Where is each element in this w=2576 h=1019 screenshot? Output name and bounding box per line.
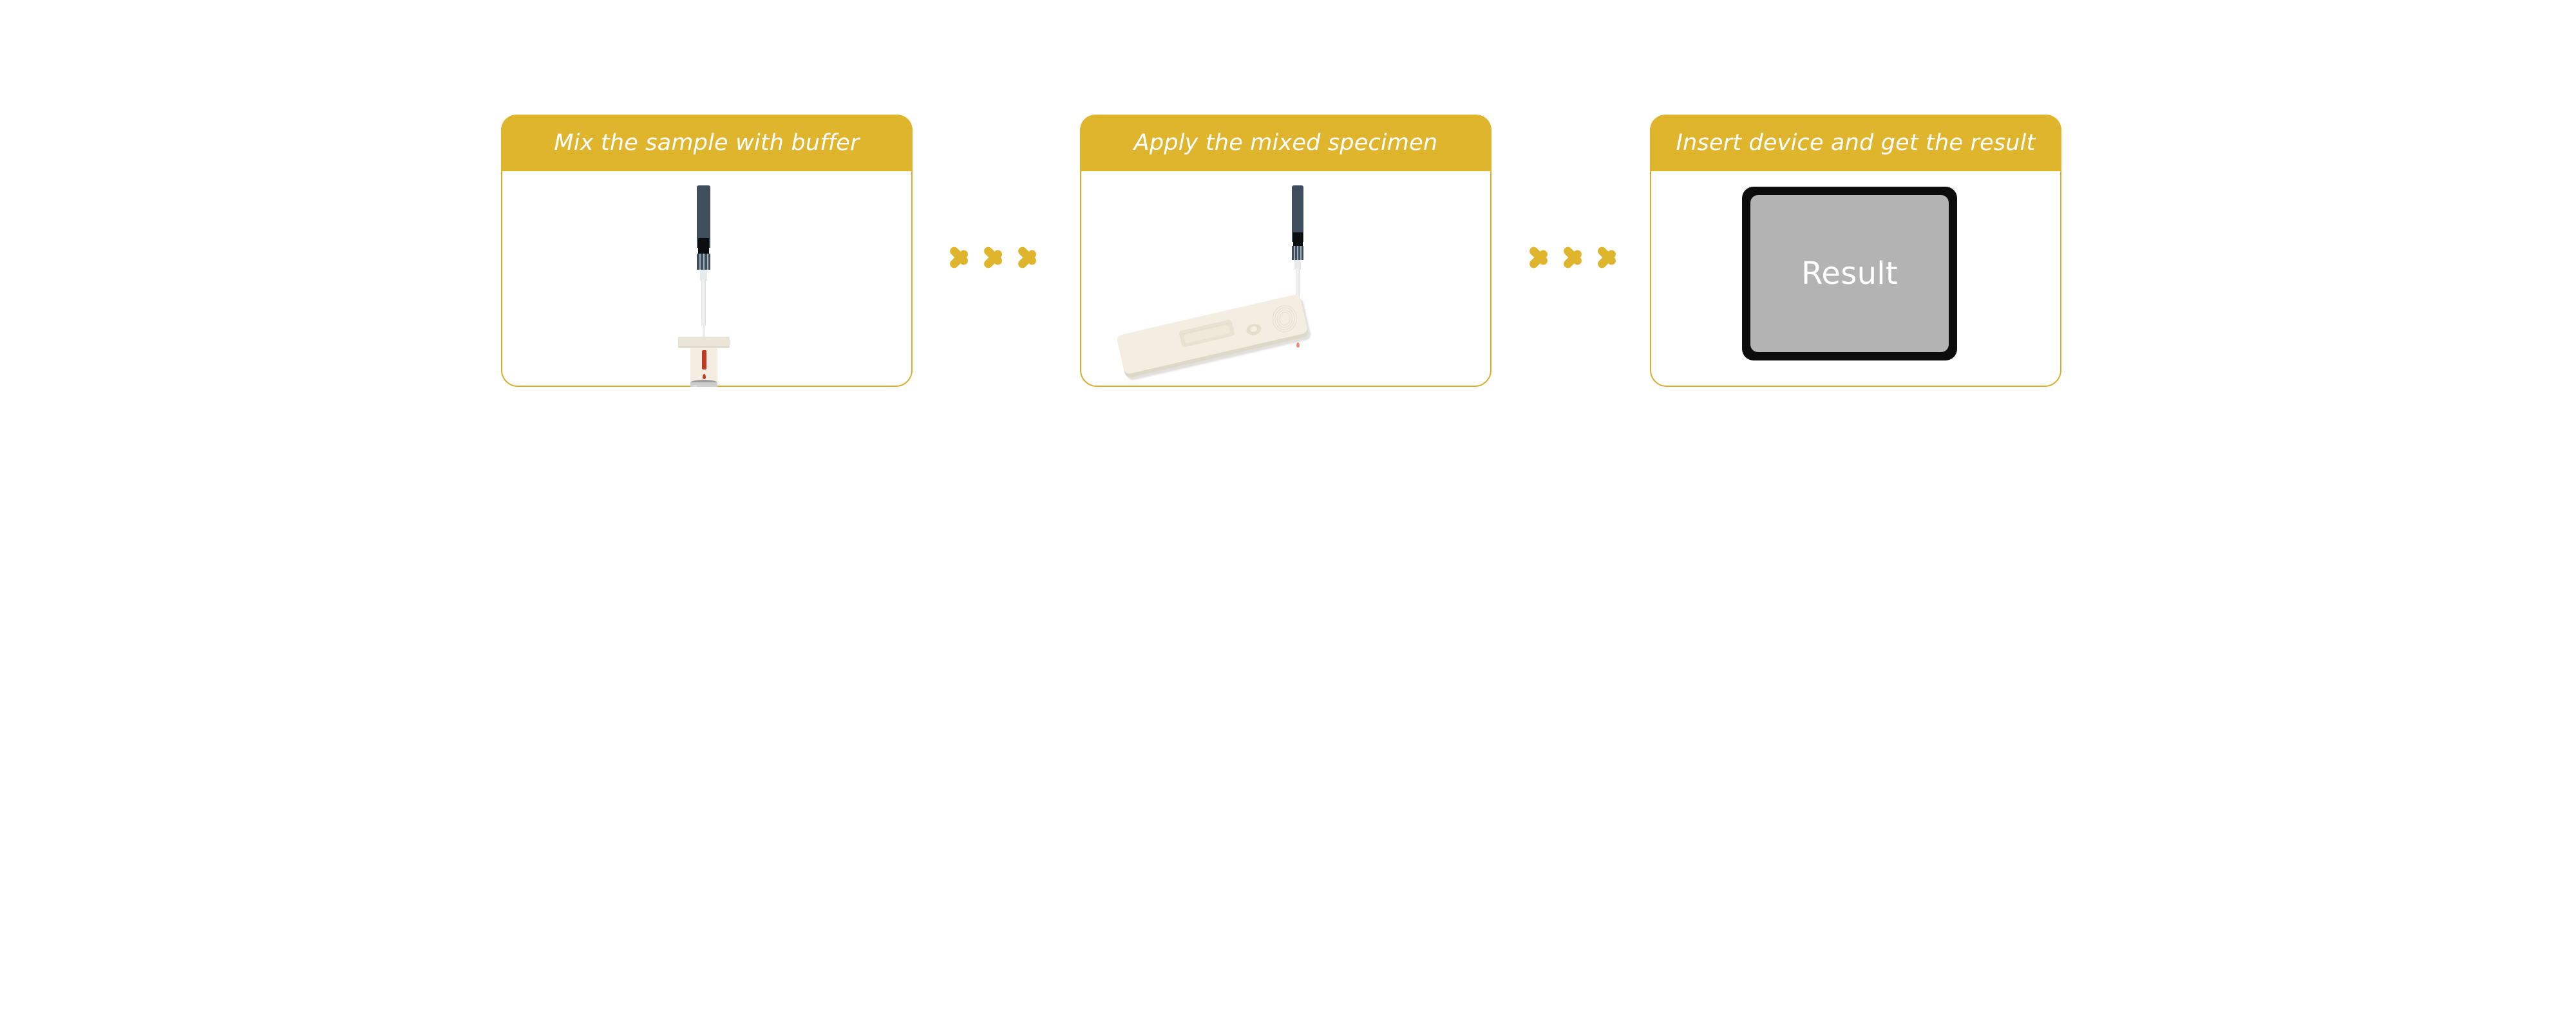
pipette-cassette-illustration	[1080, 171, 1492, 387]
specimen-droplet-icon	[1296, 342, 1300, 348]
step-card-2-title: Apply the mixed specimen	[1133, 129, 1438, 156]
tube-cap-icon	[678, 337, 730, 348]
buffer-fluid-icon	[690, 382, 717, 387]
pipette-tip-icon	[702, 323, 705, 342]
step-card-1-header: Mix the sample with buffer	[501, 115, 913, 171]
chevron-right-icon	[983, 235, 1005, 280]
step-card-3-title: Insert device and get the result	[1676, 129, 2036, 156]
pipette-stem-icon	[701, 279, 706, 326]
step-card-1: Mix the sample with buffer	[501, 115, 913, 387]
pipette-band-icon	[698, 238, 709, 254]
device-screen: Result	[1750, 195, 1949, 352]
chevron-right-icon	[949, 235, 971, 280]
pipette-neck-icon	[1294, 260, 1301, 270]
pipette-grip-icon	[697, 254, 710, 270]
step-card-3-illustration: Result	[1650, 171, 2061, 387]
pipette-bulb-icon	[697, 185, 710, 248]
buffer-fluid-highlight	[693, 385, 697, 387]
device-screen-result-label: Result	[1801, 256, 1899, 292]
tube-cap-shadow	[678, 346, 730, 348]
test-cassette-icon	[1116, 294, 1312, 382]
step-card-1-illustration	[501, 171, 913, 387]
chevron-right-icon	[1562, 235, 1584, 280]
connector-2-triple-chevron-right-icon	[1528, 229, 1618, 286]
pipette-bulb-icon	[1292, 185, 1303, 242]
chevron-right-icon	[1528, 235, 1550, 280]
step-card-2-header: Apply the mixed specimen	[1080, 115, 1492, 171]
pipette-band-icon	[1293, 232, 1303, 246]
step-card-3: Insert device and get the result Result	[1650, 115, 2061, 387]
connector-1-triple-chevron-right-icon	[949, 229, 1039, 286]
step-card-3-header: Insert device and get the result	[1650, 115, 2061, 171]
sample-stream-icon	[702, 350, 706, 369]
step-card-2-illustration	[1080, 171, 1492, 387]
pipette-buffer-tube-illustration	[501, 171, 913, 387]
chevron-right-icon	[1017, 235, 1039, 280]
step-card-2: Apply the mixed specimen	[1080, 115, 1492, 387]
sample-droplet-icon	[703, 374, 706, 379]
pipette-neck-icon	[700, 270, 707, 281]
reader-device-icon: Result	[1742, 187, 1957, 360]
chevron-right-icon	[1596, 235, 1618, 280]
reader-device-illustration: Result	[1650, 171, 2061, 387]
pipette-grip-icon	[1292, 246, 1303, 260]
step-card-1-title: Mix the sample with buffer	[554, 129, 860, 156]
